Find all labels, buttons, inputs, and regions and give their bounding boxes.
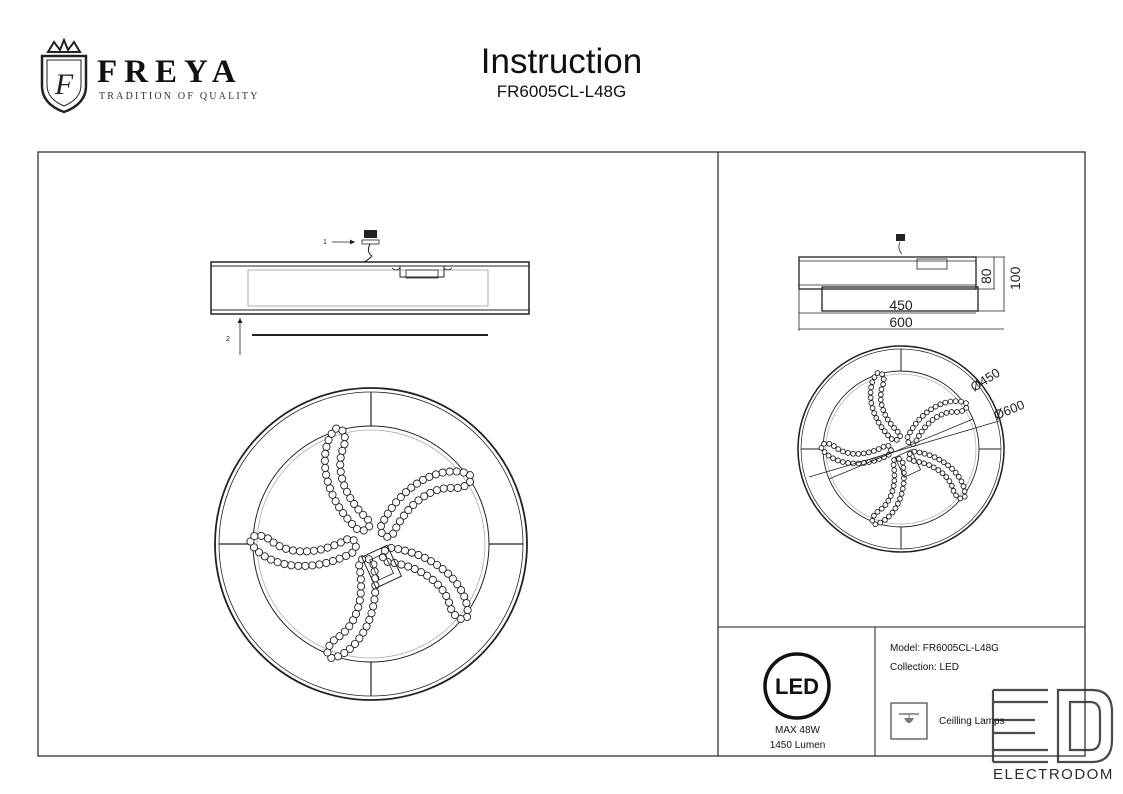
led-strip-petal (378, 543, 472, 623)
sheet-frame (37, 151, 1086, 757)
ceiling-lamp-icon (890, 702, 928, 740)
crest-icon: F (40, 37, 88, 114)
led-badge (763, 652, 831, 720)
led-strip-petal (246, 531, 360, 570)
led-strip-petal (867, 370, 903, 443)
step-label-1: 1 (323, 239, 327, 246)
side-view-small (798, 234, 1005, 331)
led-strip-petal (869, 456, 907, 528)
brand-logo: F (34, 37, 274, 114)
led-strip-petal (818, 440, 894, 467)
plan-view-small (797, 345, 1005, 553)
collection-line: Collection: LED (890, 662, 959, 673)
dim-height-inner: 80 (978, 268, 994, 284)
model-line: Model: FR6005CL-L48G (890, 643, 999, 654)
brand-tagline: TRADITION OF QUALITY (99, 91, 260, 102)
lumen-value: 1450 Lumen (769, 740, 826, 751)
watermark-text: ELECTRODOM (993, 766, 1114, 783)
led-strip-petal (323, 555, 380, 662)
plan-view-large (214, 387, 528, 701)
led-strip-petal (320, 424, 374, 535)
step-label-2: 2 (226, 336, 230, 343)
dim-width-outer: 600 (889, 314, 913, 330)
dim-height-outer: 100 (1007, 266, 1023, 290)
page-title: Instruction (480, 42, 643, 81)
led-strip-petal (906, 448, 968, 502)
model-code: FR6005CL-L48G (496, 82, 627, 101)
dim-diameter-outer: Ø600 (992, 397, 1027, 423)
brand-name: FREYA (97, 54, 243, 90)
led-strip-petal (376, 467, 475, 541)
lamp-type-label: Ceilling Lamps (939, 716, 1005, 727)
side-view-large (210, 230, 530, 355)
max-power: MAX 48W (774, 725, 820, 736)
watermark-logo (991, 688, 1114, 764)
led-badge-label: LED (775, 674, 819, 699)
svg-text:F: F (54, 68, 74, 101)
dim-width-inner: 450 (889, 297, 913, 313)
